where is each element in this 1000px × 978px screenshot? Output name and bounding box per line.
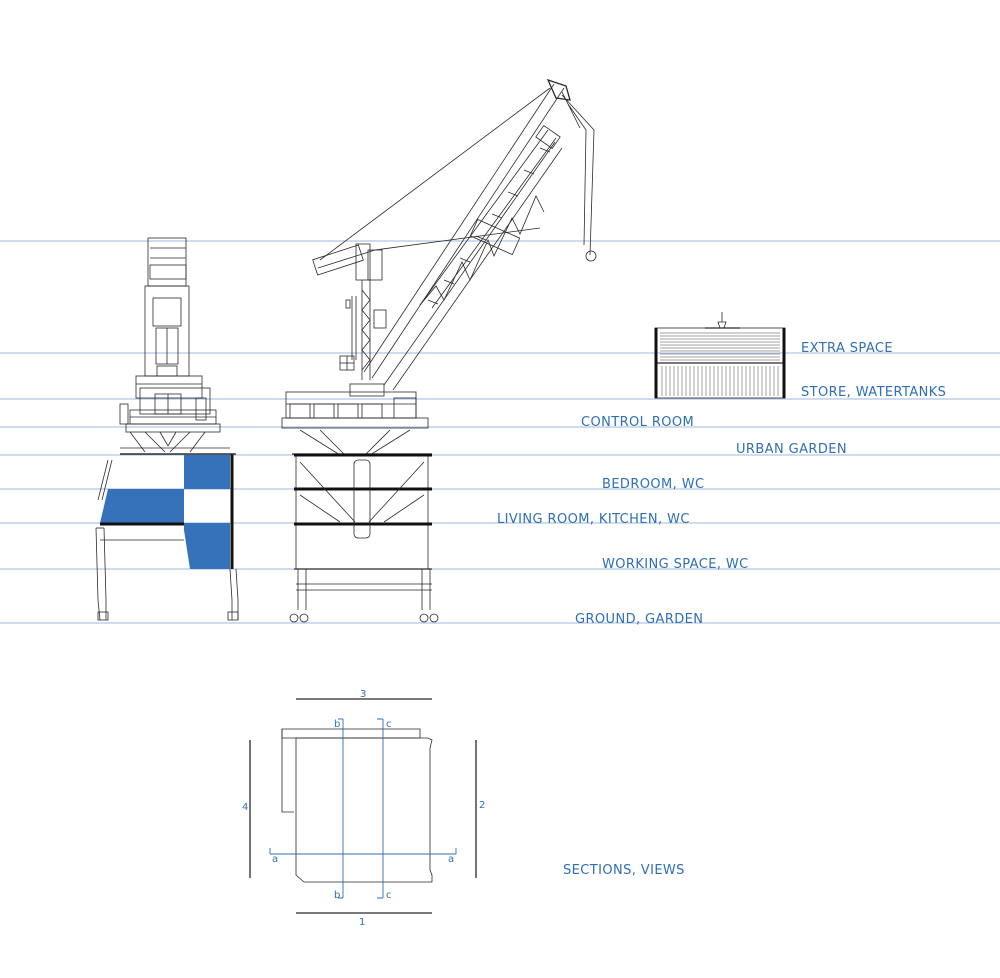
plan-caption: SECTIONS, VIEWS <box>563 863 685 878</box>
label-control-room: CONTROL ROOM <box>581 415 694 430</box>
front-blue-living-block <box>100 489 184 523</box>
view-marker-1: 1 <box>359 917 365 928</box>
label-store-watertanks: STORE, WATERTANKS <box>801 385 946 400</box>
section-marker-c-top: c <box>386 719 392 730</box>
label-bedroom-wc: BEDROOM, WC <box>602 477 704 492</box>
front-blue-working-block <box>184 523 230 569</box>
front-blue-bedroom-block <box>184 455 230 489</box>
crane-side-elevation <box>281 78 597 623</box>
section-marker-a-right: a <box>448 854 454 865</box>
label-ground-garden: GROUND, GARDEN <box>575 612 703 627</box>
view-marker-4: 4 <box>242 802 248 813</box>
crane-front-elevation <box>95 237 239 621</box>
label-living-room: LIVING ROOM, KITCHEN, WC <box>497 512 690 527</box>
hanging-container <box>654 312 786 399</box>
label-extra-space: EXTRA SPACE <box>801 341 893 356</box>
label-working-space: WORKING SPACE, WC <box>602 557 749 572</box>
section-marker-b-top: b <box>334 719 340 730</box>
section-marker-a-left: a <box>272 854 278 865</box>
plan-view: 3 1 4 2 a a b b c c <box>242 689 485 928</box>
label-urban-garden: URBAN GARDEN <box>736 442 847 457</box>
level-labels: EXTRA SPACE STORE, WATERTANKS CONTROL RO… <box>497 341 946 627</box>
container-upper-panel <box>660 332 780 361</box>
view-marker-2: 2 <box>479 800 485 811</box>
section-marker-c-bottom: c <box>386 890 392 901</box>
container-lower-panel <box>661 366 779 396</box>
view-marker-3: 3 <box>360 689 366 700</box>
section-marker-b-bottom: b <box>334 890 340 901</box>
